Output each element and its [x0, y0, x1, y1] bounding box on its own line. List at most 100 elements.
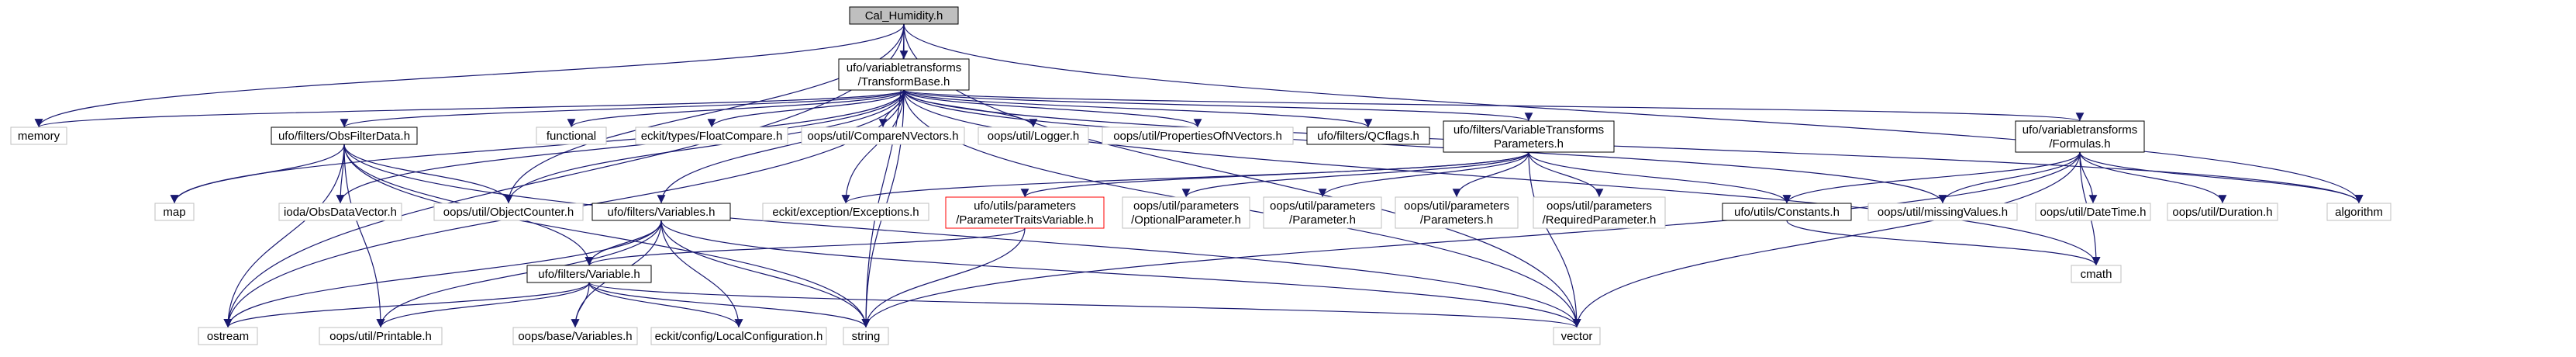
edge-obs_filter_data-to-ostream: [223, 144, 345, 328]
node-label: oops/util/parameters: [1547, 199, 1652, 213]
node-optional_parameter: oops/util/parameters/OptionalParameter.h: [1122, 196, 1250, 229]
node-base_variables: oops/base/Variables.h: [512, 327, 638, 345]
node-cmath: cmath: [2071, 265, 2122, 283]
edge-transform_base-to-memory: [35, 89, 905, 128]
node-label: /Parameters.h: [1420, 213, 1493, 227]
edge-formulas-to-date_time: [2079, 151, 2098, 204]
edge-variables-to-local_configuration: [660, 220, 743, 328]
node-label: oops/util/Printable.h: [329, 330, 432, 343]
edge-vt_parameters-to-optional_parameter: [1181, 151, 1529, 198]
edges-layer: [34, 23, 2364, 328]
node-float_compare: eckit/types/FloatCompare.h: [635, 127, 788, 145]
node-label: oops/util/DateTime.h: [2040, 206, 2146, 219]
edge-transform_base-to-obs_data_vector: [336, 89, 905, 204]
node-exceptions: eckit/exception/Exceptions.h: [762, 203, 929, 221]
node-label: oops/util/missingValues.h: [1878, 206, 2008, 219]
node-logger: oops/util/Logger.h: [978, 127, 1089, 145]
node-label: oops/util/PropertiesOfNVectors.h: [1113, 130, 1282, 143]
node-box: [271, 127, 418, 145]
edge-vt_parameters-to-exceptions: [841, 151, 1529, 204]
edge-transform_base-to-properties_of_nvectors: [903, 89, 1202, 128]
edge-vt_parameters-to-param_traits_variable: [1020, 151, 1529, 198]
node-box: [2326, 203, 2392, 221]
node-box: [838, 58, 970, 91]
node-box: [635, 127, 788, 145]
node-box: [1102, 127, 1294, 145]
node-label: algorithm: [2335, 206, 2383, 219]
edge-vt_parameters-to-parameters: [1452, 151, 1529, 198]
node-box: [801, 127, 965, 145]
edge-obs_filter_data-to-map: [170, 144, 345, 204]
edge-formulas-to-string: [861, 151, 2081, 328]
node-qcflags[interactable]: ufo/filters/QCflags.h: [1306, 127, 1430, 145]
node-label: ufo/utils/parameters: [974, 199, 1076, 213]
node-cal_humidity[interactable]: Cal_Humidity.h: [849, 6, 959, 25]
node-algorithm: algorithm: [2326, 203, 2392, 221]
node-box: [2035, 203, 2151, 221]
edge-vt_parameters-to-parameter: [1318, 151, 1529, 198]
edge-param_traits_variable-to-string: [861, 227, 1026, 328]
node-label: Cal_Humidity.h: [865, 9, 943, 23]
edge-constants-to-cmath: [1786, 220, 2101, 266]
node-box: [1722, 203, 1852, 221]
edge-variables-to-printable: [376, 220, 662, 328]
node-label: oops/util/Logger.h: [988, 130, 1079, 143]
edge-transform_base-to-missing_values: [903, 89, 1947, 204]
node-label: ufo/utils/Constants.h: [1734, 206, 1840, 219]
node-box: [1867, 203, 2018, 221]
node-variables[interactable]: ufo/filters/Variables.h: [591, 203, 731, 221]
edge-formulas-to-duration: [2079, 151, 2227, 204]
node-box: [2015, 120, 2145, 153]
node-box: [2071, 265, 2122, 283]
edge-variable-to-ostream: [223, 282, 590, 328]
nodes-layer: Cal_Humidity.h ufo/variabletransforms/Tra…: [10, 6, 2392, 345]
node-label: eckit/config/LocalConfiguration.h: [655, 330, 823, 343]
edge-cal_humidity-to-algorithm: [903, 23, 2364, 204]
node-memory: memory: [10, 127, 67, 145]
edge-variable-to-local_configuration: [588, 282, 743, 328]
node-label: oops/util/parameters: [1270, 199, 1375, 213]
node-label: ufo/filters/Variables.h: [608, 206, 716, 219]
node-transform_base[interactable]: ufo/variabletransforms/TransformBase.h: [838, 58, 970, 91]
node-label: ufo/filters/VariableTransforms: [1454, 123, 1604, 137]
node-label: oops/base/Variables.h: [518, 330, 632, 343]
edge-formulas-to-algorithm: [2079, 151, 2364, 204]
node-label: ioda/ObsDataVector.h: [284, 206, 397, 219]
edge-cal_humidity-to-memory: [34, 23, 905, 128]
edge-obs_filter_data-to-object_counter: [343, 144, 513, 204]
edge-transform_base-to-formulas: [903, 89, 2084, 122]
node-box: [198, 327, 258, 345]
node-label: /Parameter.h: [1289, 213, 1356, 227]
node-label: memory: [18, 130, 60, 143]
node-box: [433, 203, 584, 221]
node-box: [650, 327, 827, 345]
node-formulas[interactable]: ufo/variabletransforms/Formulas.h: [2015, 120, 2145, 153]
node-box: [1553, 327, 1601, 345]
node-box: [1122, 196, 1250, 229]
node-box: [526, 265, 652, 283]
node-box: [945, 196, 1105, 229]
edge-transform_base-to-vt_parameters: [903, 89, 1533, 122]
node-obs_filter_data[interactable]: ufo/filters/ObsFilterData.h: [271, 127, 418, 145]
node-box: [1533, 196, 1666, 229]
node-map: map: [154, 203, 195, 221]
edge-variable-to-vector: [588, 282, 1581, 328]
node-variable[interactable]: ufo/filters/Variable.h: [526, 265, 652, 283]
node-constants[interactable]: ufo/utils/Constants.h: [1722, 203, 1852, 221]
node-box: [849, 6, 959, 25]
node-box: [591, 203, 731, 221]
node-box: [1395, 196, 1519, 229]
node-printable: oops/util/Printable.h: [319, 327, 443, 345]
edge-formulas-to-constants: [1782, 151, 2081, 204]
edge-variable-to-string: [588, 282, 871, 328]
node-label: ufo/filters/ObsFilterData.h: [278, 130, 410, 143]
edge-param_traits_variable-to-variable: [585, 227, 1026, 266]
edge-variable-to-base_variables: [571, 282, 590, 328]
node-param_traits_variable[interactable]: ufo/utils/parameters/ParameterTraitsVari…: [945, 196, 1105, 229]
node-vt_parameters[interactable]: ufo/filters/VariableTransformsParameters…: [1443, 120, 1615, 153]
node-parameters: oops/util/parameters/Parameters.h: [1395, 196, 1519, 229]
node-properties_of_nvectors: oops/util/PropertiesOfNVectors.h: [1102, 127, 1294, 145]
edge-transform_base-to-algorithm: [903, 89, 2364, 204]
node-label: /Formulas.h: [2049, 137, 2110, 151]
node-box: [2167, 203, 2278, 221]
